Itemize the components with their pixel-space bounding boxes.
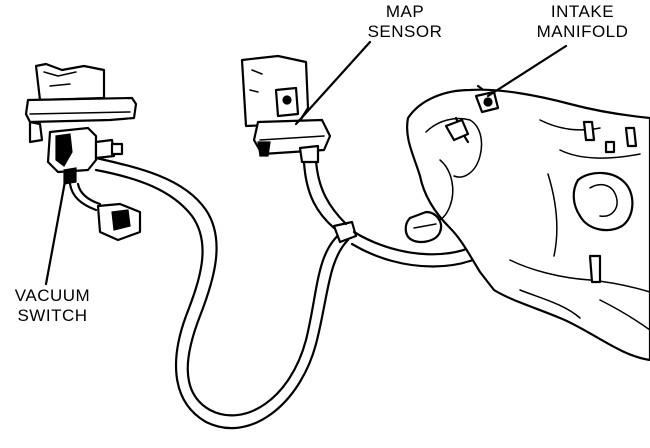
intake-manifold-label-line2: MANIFOLD [536,22,629,41]
vacuum-switch-label-line2: SWITCH [17,306,88,325]
map-sensor-label: MAP SENSOR [355,2,455,42]
intake-manifold [404,88,650,362]
map-sensor-label-line2: SENSOR [367,22,443,41]
vacuum-switch [46,126,142,242]
map-sensor [240,54,332,164]
intake-manifold-label: INTAKE MANIFOLD [515,2,650,42]
intake-manifold-label-line1: INTAKE [550,2,615,21]
vacuum-switch-label-line1: VACUUM [14,286,91,305]
vacuum-switch-bracket [24,62,138,144]
intake-manifold-leader [486,44,568,98]
map-sensor-leader [294,40,372,126]
map-sensor-hose [302,158,348,230]
vacuum-switch-label: VACUUM SWITCH [0,286,105,326]
vacuum-switch-leader [44,174,68,286]
vacuum-hose [94,156,350,430]
tee-fitting [332,220,358,244]
map-sensor-label-line1: MAP [385,2,425,21]
leader-lines [44,40,568,286]
